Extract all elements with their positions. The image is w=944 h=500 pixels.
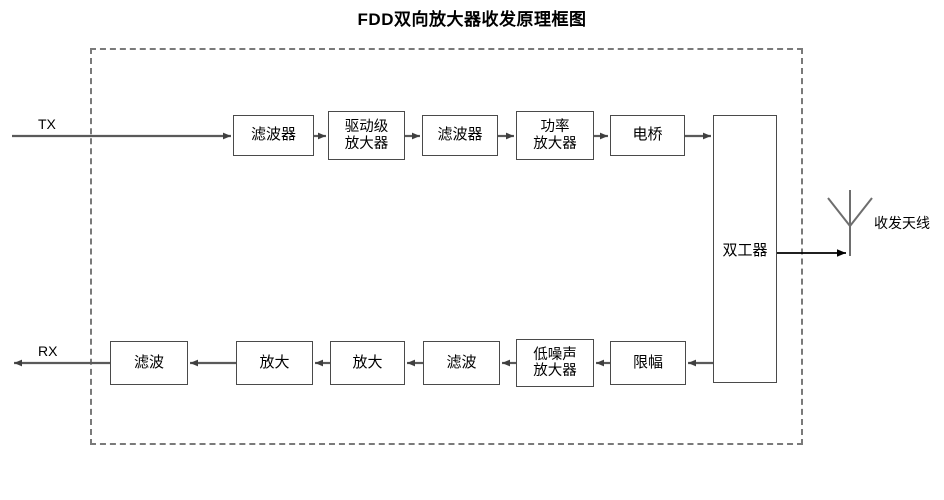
- block-label: 放大: [352, 353, 383, 371]
- block-label: 驱动级 放大器: [344, 119, 389, 152]
- block-rx-lna[interactable]: 低噪声 放大器: [516, 339, 594, 387]
- block-label: 滤波器: [437, 126, 483, 144]
- block-label: 功率 放大器: [533, 119, 577, 152]
- block-tx-filter-2[interactable]: 滤波器: [422, 115, 498, 156]
- block-label: 双工器: [722, 241, 768, 259]
- rx-port-label: RX: [38, 343, 58, 359]
- block-rx-limiter[interactable]: 限幅: [610, 341, 686, 385]
- block-tx-filter-1[interactable]: 滤波器: [233, 115, 314, 156]
- block-rx-filter-in[interactable]: 滤波: [423, 341, 500, 385]
- antenna-label: 收发天线: [874, 215, 930, 231]
- equipment-boundary-dashed-box: [90, 48, 803, 445]
- block-label: 滤波器: [250, 126, 296, 144]
- block-label: 放大: [259, 353, 290, 371]
- page-title: FDD双向放大器收发原理框图: [357, 10, 587, 29]
- block-duplexer[interactable]: 双工器: [713, 115, 777, 383]
- block-tx-power-amp[interactable]: 功率 放大器: [516, 111, 594, 160]
- block-label: 限幅: [632, 353, 663, 371]
- antenna-icon: [827, 190, 873, 256]
- block-tx-driver-amp[interactable]: 驱动级 放大器: [328, 111, 405, 160]
- tx-port-label: TX: [38, 116, 56, 132]
- block-rx-filter-out[interactable]: 滤波: [110, 341, 188, 385]
- block-label: 滤波: [446, 353, 477, 371]
- block-rx-amp-1[interactable]: 放大: [330, 341, 405, 385]
- block-tx-bridge[interactable]: 电桥: [610, 115, 685, 156]
- block-label: 滤波: [133, 353, 164, 371]
- block-label: 低噪声 放大器: [533, 346, 577, 379]
- block-label: 电桥: [632, 126, 663, 144]
- block-rx-amp-2[interactable]: 放大: [236, 341, 313, 385]
